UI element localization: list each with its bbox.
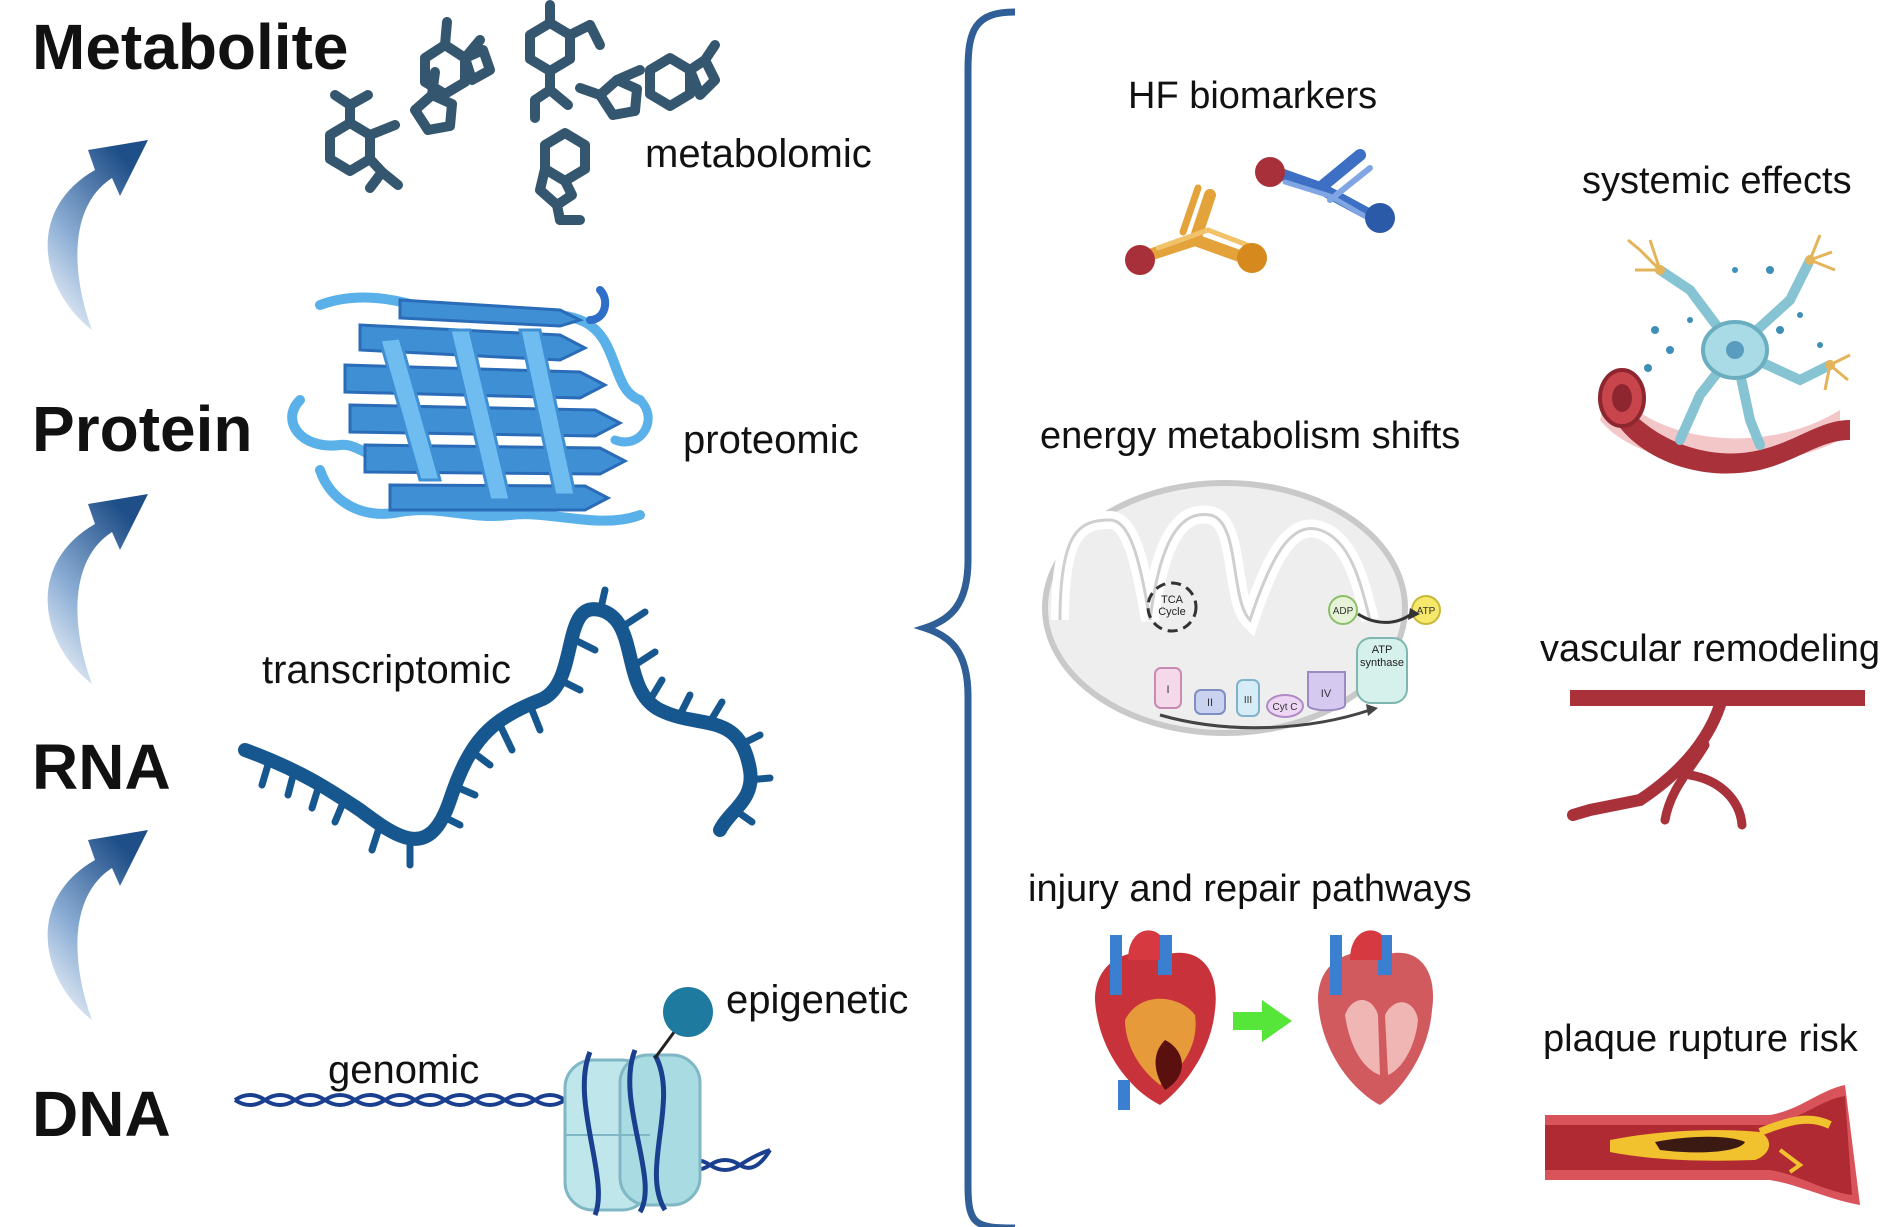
complex-i-label: I — [1166, 684, 1169, 696]
complex-iv-label: IV — [1321, 688, 1332, 700]
curved-arrow-icon — [47, 830, 149, 1020]
label-vascular-remodeling: vascular remodeling — [1540, 628, 1881, 670]
repaired-heart-icon — [1318, 930, 1434, 1105]
label-metabolomic: metabolomic — [645, 132, 872, 176]
label-epigenetic: epigenetic — [726, 978, 909, 1022]
cycle-label: Cycle — [1158, 606, 1186, 618]
injured-heart-icon — [1095, 930, 1216, 1110]
label-energy-metabolism: energy metabolism shifts — [1040, 415, 1461, 457]
curved-arrow-icon — [47, 494, 149, 684]
progression-arrow-icon — [1233, 1000, 1292, 1042]
label-proteomic: proteomic — [683, 418, 859, 462]
label-hf-biomarkers: HF biomarkers — [1128, 75, 1378, 117]
label-injury-repair: injury and repair pathways — [1028, 868, 1472, 910]
atp-synthase-label-1: ATP — [1372, 644, 1393, 656]
label-plaque-rupture: plaque rupture risk — [1543, 1018, 1858, 1060]
curved-arrow-icon — [47, 140, 149, 330]
complex-ii-label: II — [1207, 697, 1213, 709]
level-metabolite: Metabolite — [32, 11, 349, 83]
level-protein: Protein — [32, 393, 253, 465]
label-transcriptomic: transcriptomic — [262, 648, 511, 692]
level-rna: RNA — [32, 731, 171, 803]
tca-label: TCA — [1161, 594, 1184, 606]
adp-label: ADP — [1333, 606, 1354, 617]
atp-label: ATP — [1417, 606, 1436, 617]
label-genomic: genomic — [328, 1048, 480, 1092]
nucleosome-icon — [563, 1049, 702, 1216]
level-dna: DNA — [32, 1078, 171, 1150]
complex-iii-label: III — [1244, 695, 1252, 706]
methyl-group-icon — [663, 987, 713, 1037]
label-systemic-effects: systemic effects — [1582, 160, 1852, 202]
cytc-label: Cyt C — [1273, 702, 1298, 713]
atp-synthase-label-2: synthase — [1360, 657, 1404, 669]
